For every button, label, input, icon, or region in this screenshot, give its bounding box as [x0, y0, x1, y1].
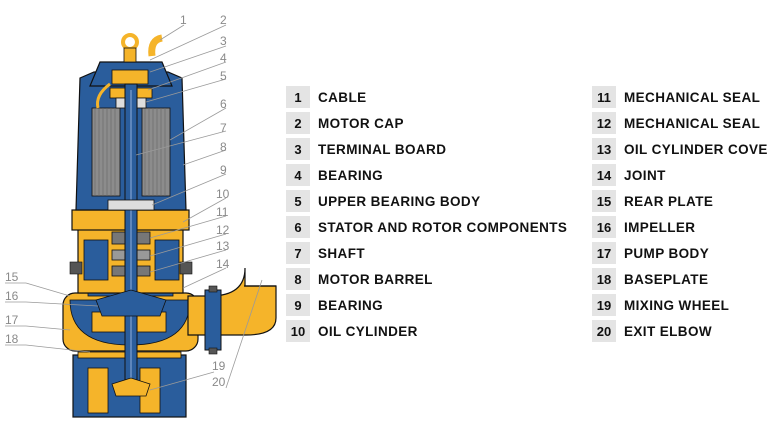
- legend-label: BEARING: [318, 167, 384, 183]
- legend-label: IMPELLER: [624, 219, 696, 235]
- lower-bearing: [107, 199, 155, 211]
- legend-label: MECHANICAL SEAL: [624, 89, 761, 105]
- legend-number: 19: [592, 294, 616, 316]
- legend-label: MECHANICAL SEAL: [624, 115, 761, 131]
- callout-5: 5: [220, 69, 227, 83]
- legend-item: 17 PUMP BODY: [592, 242, 768, 264]
- legend-item: 1 CABLE: [286, 86, 567, 108]
- legend-number: 7: [286, 242, 310, 264]
- callout-numbers: 1 2 3 4 5 6 7 8 9 10 11 12 13 14 15 16 1…: [5, 13, 230, 389]
- legend-item: 4 BEARING: [286, 164, 567, 186]
- callout-17: 17: [5, 313, 19, 327]
- legend-label: OIL CYLINDER COVER: [624, 141, 768, 157]
- legend-item: 18 BASEPLATE: [592, 268, 768, 290]
- legend-label: TERMINAL BOARD: [318, 141, 447, 157]
- legend-item: 10 OIL CYLINDER: [286, 320, 567, 342]
- callout-7: 7: [220, 121, 227, 135]
- callout-6: 6: [220, 97, 227, 111]
- legend-item: 14 JOINT: [592, 164, 768, 186]
- exit-elbow: [187, 267, 277, 355]
- legend-left-column: 1 CABLE 2 MOTOR CAP 3 TERMINAL BOARD 4 B…: [286, 86, 567, 346]
- legend-number: 10: [286, 320, 310, 342]
- legend-label: MIXING WHEEL: [624, 297, 730, 313]
- legend-number: 4: [286, 164, 310, 186]
- legend-label: MOTOR BARREL: [318, 271, 433, 287]
- callout-8: 8: [220, 140, 227, 154]
- callout-15: 15: [5, 270, 19, 284]
- legend-number: 11: [592, 86, 616, 108]
- callout-2: 2: [220, 13, 227, 27]
- legend-item: 5 UPPER BEARING BODY: [286, 190, 567, 212]
- legend-item: 6 STATOR AND ROTOR COMPONENTS: [286, 216, 567, 238]
- callout-11: 11: [216, 205, 229, 219]
- legend-label: SHAFT: [318, 245, 365, 261]
- mixing-wheel: [111, 377, 151, 397]
- legend-label: STATOR AND ROTOR COMPONENTS: [318, 219, 568, 235]
- legend-number: 1: [286, 86, 310, 108]
- legend-number: 5: [286, 190, 310, 212]
- legend-label: JOINT: [624, 167, 666, 183]
- legend-label: EXIT ELBOW: [624, 323, 712, 339]
- legend-item: 11 MECHANICAL SEAL: [592, 86, 768, 108]
- callout-18: 18: [5, 332, 19, 346]
- legend-number: 9: [286, 294, 310, 316]
- leader-lines: [5, 24, 263, 391]
- legend-number: 12: [592, 112, 616, 134]
- legend-label: BASEPLATE: [624, 271, 709, 287]
- shaft: [124, 83, 138, 385]
- callout-1: 1: [180, 13, 187, 27]
- legend-number: 8: [286, 268, 310, 290]
- motor-cap: [89, 33, 173, 87]
- legend-number: 14: [592, 164, 616, 186]
- legend-label: MOTOR CAP: [318, 115, 404, 131]
- callout-12: 12: [216, 223, 230, 237]
- callout-14: 14: [216, 257, 230, 271]
- callout-3: 3: [220, 34, 227, 48]
- legend-number: 6: [286, 216, 310, 238]
- legend-number: 3: [286, 138, 310, 160]
- legend-item: 9 BEARING: [286, 294, 567, 316]
- cable: [96, 34, 163, 109]
- legend-number: 20: [592, 320, 616, 342]
- legend-item: 19 MIXING WHEEL: [592, 294, 768, 316]
- callout-4: 4: [220, 51, 227, 65]
- callout-13: 13: [216, 239, 230, 253]
- legend-label: PUMP BODY: [624, 245, 710, 261]
- legend-label: REAR PLATE: [624, 193, 714, 209]
- legend-item: 7 SHAFT: [286, 242, 567, 264]
- legend-item: 13 OIL CYLINDER COVER: [592, 138, 768, 160]
- legend-item: 12 MECHANICAL SEAL: [592, 112, 768, 134]
- legend-number: 17: [592, 242, 616, 264]
- legend-number: 15: [592, 190, 616, 212]
- impeller: [95, 289, 167, 317]
- legend-item: 2 MOTOR CAP: [286, 112, 567, 134]
- legend-item: 15 REAR PLATE: [592, 190, 768, 212]
- callout-10: 10: [216, 187, 230, 201]
- callout-16: 16: [5, 289, 19, 303]
- legend-item: 3 TERMINAL BOARD: [286, 138, 567, 160]
- legend-number: 13: [592, 138, 616, 160]
- callout-20: 20: [212, 375, 226, 389]
- callout-19: 19: [212, 359, 226, 373]
- legend-item: 16 IMPELLER: [592, 216, 768, 238]
- legend-number: 2: [286, 112, 310, 134]
- legend-label: CABLE: [318, 89, 367, 105]
- legend-label: OIL CYLINDER: [318, 323, 418, 339]
- legend-number: 18: [592, 268, 616, 290]
- callout-9: 9: [220, 163, 227, 177]
- legend-number: 16: [592, 216, 616, 238]
- legend-item: 20 EXIT ELBOW: [592, 320, 768, 342]
- legend-label: BEARING: [318, 297, 384, 313]
- legend-right-column: 11 MECHANICAL SEAL 12 MECHANICAL SEAL 13…: [592, 86, 768, 346]
- legend-item: 8 MOTOR BARREL: [286, 268, 567, 290]
- legend-label: UPPER BEARING BODY: [318, 193, 481, 209]
